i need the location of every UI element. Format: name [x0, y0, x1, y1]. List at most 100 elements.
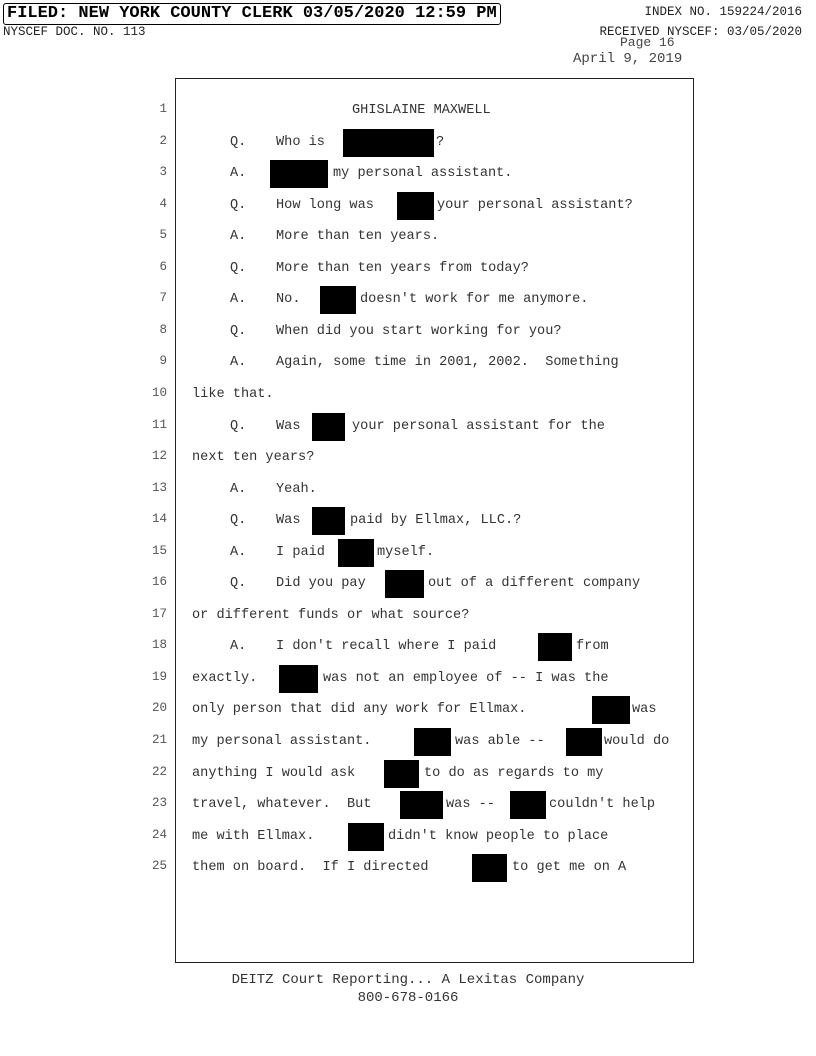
transcript-text: No.: [276, 292, 301, 308]
line-number: 13: [151, 480, 167, 495]
line-number: 9: [159, 354, 167, 369]
transcript-text: exactly.: [192, 670, 258, 686]
transcript-text: How long was: [276, 197, 374, 213]
line-number: 25: [151, 859, 167, 874]
transcript-text: would do: [604, 734, 670, 749]
redaction-box: [566, 728, 602, 756]
redaction-box: [279, 664, 318, 693]
transcript-text: Q.: [230, 418, 247, 434]
redaction-box: [338, 538, 374, 567]
transcript-text: me with Ellmax.: [192, 828, 315, 844]
transcript-text: Q.: [230, 197, 247, 213]
line-number: 3: [159, 165, 167, 180]
transcript-text: A.: [230, 639, 247, 655]
transcript-text: from: [576, 639, 609, 655]
transcript-text: next ten years?: [192, 450, 315, 466]
redaction-box: [472, 854, 507, 883]
transcript-text: Q.: [230, 134, 247, 150]
transcript-text: Was: [276, 513, 301, 529]
transcript-text: Who is: [276, 134, 325, 150]
redaction-box: [397, 191, 434, 220]
transcript-text: GHISLAINE MAXWELL: [352, 103, 491, 118]
transcript-text: to do as regards to my: [424, 765, 604, 781]
transcript-text: was: [632, 702, 657, 718]
page-number: Page 16: [620, 35, 675, 50]
transcript-text: More than ten years.: [276, 229, 440, 245]
line-number: 18: [151, 638, 167, 653]
line-number: 7: [159, 291, 167, 306]
transcript-text: myself.: [377, 544, 435, 560]
transcript-text: paid by Ellmax, LLC.?: [350, 513, 522, 529]
transcript-text: Did you pay: [276, 576, 366, 592]
received-date: RECEIVED NYSCEF: 03/05/2020: [599, 25, 802, 39]
line-number: 21: [151, 733, 167, 747]
redaction-box: [343, 128, 434, 157]
line-number: 14: [151, 512, 167, 527]
redaction-box: [385, 570, 424, 599]
line-number: 20: [151, 701, 167, 716]
redaction-box: [312, 412, 345, 441]
transcript-text: Was: [276, 418, 301, 434]
line-number: 16: [151, 575, 167, 590]
transcript-text: I don't recall where I paid: [276, 639, 497, 655]
line-number: 2: [159, 133, 167, 148]
line-number: 10: [151, 385, 167, 400]
transcript-text: Q.: [230, 513, 247, 529]
redaction-box: [538, 633, 572, 662]
redaction-box: [312, 507, 345, 536]
redaction-box: [320, 286, 356, 315]
transcript-text: I paid: [276, 544, 325, 560]
transcript-text: my personal assistant.: [333, 166, 513, 182]
transcript-text: my personal assistant.: [192, 734, 372, 749]
line-number: 22: [151, 764, 167, 779]
line-number: 5: [159, 228, 167, 243]
transcript-text: A.: [230, 229, 247, 245]
line-number: 4: [159, 196, 167, 211]
transcript-text: A.: [230, 292, 247, 308]
footer-company: DEITZ Court Reporting... A Lexitas Compa…: [231, 972, 585, 988]
transcript-text: to get me on A: [512, 860, 627, 876]
transcript-text: A.: [230, 481, 247, 497]
transcript-text: or different funds or what source?: [192, 607, 470, 623]
transcript-text: A.: [230, 544, 247, 560]
transcript-text: your personal assistant?: [437, 197, 633, 213]
redaction-box: [414, 728, 451, 756]
doc-number: NYSCEF DOC. NO. 113: [3, 25, 146, 39]
transcript-text: was not an employee of -- I was the: [323, 670, 609, 686]
redaction-box: [270, 160, 328, 189]
redaction-box: [348, 822, 384, 851]
redaction-box: [400, 791, 443, 820]
transcript-text: A.: [230, 355, 247, 371]
line-number: 11: [151, 417, 167, 432]
line-number: 17: [151, 606, 167, 621]
transcript-frame: [175, 78, 694, 963]
transcript-text: couldn't help: [549, 797, 656, 813]
transcript-text: Yeah.: [276, 481, 317, 497]
redaction-box: [384, 759, 419, 788]
redaction-box: [510, 791, 546, 820]
transcript-text: anything I would ask: [192, 765, 356, 781]
transcript-text: didn't know people to place: [388, 828, 609, 844]
transcript-text: only person that did any work for Ellmax…: [192, 702, 527, 718]
transcript-text: Again, some time in 2001, 2002. Somethin…: [276, 355, 619, 371]
index-number: INDEX NO. 159224/2016: [644, 5, 802, 19]
line-number: 1: [159, 102, 167, 116]
transcript-text: them on board. If I directed: [192, 860, 429, 876]
transcript-text: Q.: [230, 323, 247, 339]
line-number: 12: [151, 449, 167, 464]
transcript-text: your personal assistant for the: [352, 418, 605, 434]
line-number: 24: [151, 827, 167, 842]
transcript-text: doesn't work for me anymore.: [360, 292, 589, 308]
transcript-text: like that.: [192, 386, 274, 402]
filed-stamp: FILED: NEW YORK COUNTY CLERK 03/05/2020 …: [3, 3, 501, 25]
transcript-text: Q.: [230, 260, 247, 276]
transcript-text: More than ten years from today?: [276, 260, 529, 276]
transcript-text: Q.: [230, 576, 247, 592]
transcript-text: was able --: [455, 734, 545, 749]
transcript-text: ?: [436, 134, 445, 150]
transcript-text: was --: [446, 797, 495, 813]
deposition-date: April 9, 2019: [573, 51, 683, 67]
transcript-text: When did you start working for you?: [276, 323, 562, 339]
transcript-text: travel, whatever. But: [192, 797, 372, 813]
